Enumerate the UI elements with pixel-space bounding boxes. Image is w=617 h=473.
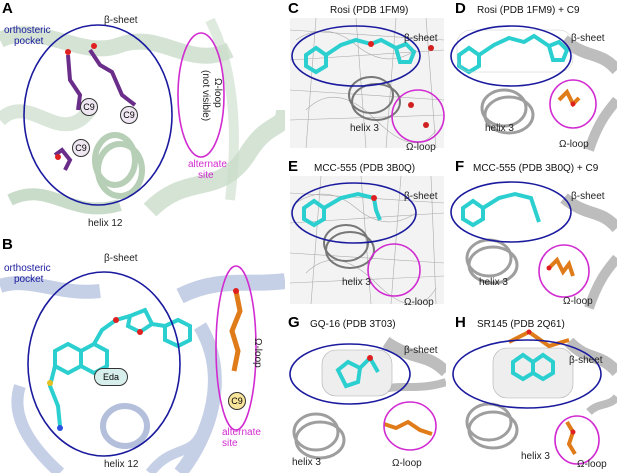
beta-sheet-label: β-sheet <box>569 355 603 366</box>
panel-title: Rosi (PDB 1FM9) <box>330 5 409 16</box>
alternate-site-outline <box>177 32 225 158</box>
orthosteric-label: orthosteric <box>4 263 51 274</box>
panel-c-structure <box>289 17 445 149</box>
panel-title: GQ-16 (PDB 3T03) <box>310 319 396 330</box>
orthosteric-label: orthosteric <box>4 25 51 36</box>
panel-a-structure <box>0 0 285 232</box>
alternate-label: alternate <box>188 159 227 170</box>
helix-3-label: helix 3 <box>342 277 371 288</box>
omega-loop-label: Ω-loop <box>212 78 223 108</box>
beta-sheet-label: β-sheet <box>104 253 138 264</box>
c9-badge: C9 <box>120 106 138 124</box>
panel-letter: C <box>288 0 299 17</box>
c9-badge: C9 <box>228 392 246 410</box>
panel-letter: B <box>2 236 13 253</box>
orthosteric-pocket-outline <box>27 271 181 457</box>
helix-3-label: helix 3 <box>485 123 514 134</box>
panel-f-structure <box>450 181 617 310</box>
panel-title: MCC-555 (PDB 3B0Q) + C9 <box>473 163 599 174</box>
panel-b: B β-sheet orthosteric pocket Eda C9 Ω-lo… <box>0 236 285 473</box>
panel-f: F MCC-555 (PDB 3B0Q) + C9 β-sheet helix … <box>449 158 617 310</box>
panel-letter: D <box>455 0 466 17</box>
alternate-label: alternate <box>222 427 261 438</box>
beta-sheet-label: β-sheet <box>404 33 438 44</box>
not-visible-label: (not visible) <box>200 70 211 122</box>
panel-c: C Rosi (PDB 1FM9) β-sheet helix 3 Ω-loop <box>286 0 446 156</box>
helix-3-label: helix 3 <box>292 457 321 468</box>
omega-loop-label: Ω-loop <box>577 459 607 470</box>
helix-12-label: helix 12 <box>88 218 123 229</box>
helix-3-label: helix 3 <box>350 123 379 134</box>
panel-title: MCC-555 (PDB 3B0Q) <box>314 163 416 174</box>
panel-letter: A <box>2 0 13 17</box>
panel-d-structure <box>450 25 617 152</box>
panel-title: SR145 (PDB 2Q61) <box>477 319 565 330</box>
helix-12-label: helix 12 <box>104 459 139 470</box>
c9-badge: C9 <box>72 139 90 157</box>
site-label: site <box>198 170 214 181</box>
helix-3-label: helix 3 <box>479 277 508 288</box>
panel-h: H SR145 (PDB 2Q61) β-sheet helix 3 Ω-loo… <box>449 312 617 473</box>
beta-sheet-label: β-sheet <box>104 15 138 26</box>
omega-loop-label: Ω-loop <box>404 297 434 308</box>
panel-d: D Rosi (PDB 1FM9) + C9 β-sheet helix 3 Ω… <box>449 0 617 156</box>
panel-g-structure <box>289 336 446 460</box>
alternate-site-outline <box>215 265 257 431</box>
omega-loop-label: Ω-loop <box>252 338 263 368</box>
panel-letter: E <box>288 158 299 175</box>
panel-letter: H <box>455 314 466 331</box>
beta-sheet-label: β-sheet <box>404 191 438 202</box>
pocket-label: pocket <box>14 274 44 285</box>
omega-loop-label: Ω-loop <box>563 296 593 307</box>
helix-3-label: helix 3 <box>521 451 550 462</box>
panel-title: Rosi (PDB 1FM9) + C9 <box>477 5 580 16</box>
panel-a: A β-sheet orthosteric pocket C9 C9 C9 Ω-… <box>0 0 285 232</box>
beta-sheet-label: β-sheet <box>571 191 605 202</box>
panel-e-structure <box>289 175 445 305</box>
panel-b-structure <box>0 236 285 473</box>
pocket-label: pocket <box>14 36 44 47</box>
panel-g: G GQ-16 (PDB 3T03) β-sheet helix 3 Ω-loo… <box>286 312 446 473</box>
orthosteric-pocket-outline <box>23 24 173 206</box>
site-label: site <box>222 438 238 449</box>
omega-loop-label: Ω-loop <box>392 458 422 469</box>
beta-sheet-label: β-sheet <box>404 345 438 356</box>
eda-badge: Eda <box>94 368 128 386</box>
panel-e: E MCC-555 (PDB 3B0Q) β-sheet helix 3 Ω-l… <box>286 158 446 310</box>
c9-badge: C9 <box>80 98 98 116</box>
omega-loop-label: Ω-loop <box>559 139 589 150</box>
omega-loop-label: Ω-loop <box>406 142 436 153</box>
panel-letter: F <box>455 158 465 175</box>
panel-h-structure <box>452 329 617 465</box>
beta-sheet-label: β-sheet <box>571 33 605 44</box>
panel-letter: G <box>288 314 300 331</box>
